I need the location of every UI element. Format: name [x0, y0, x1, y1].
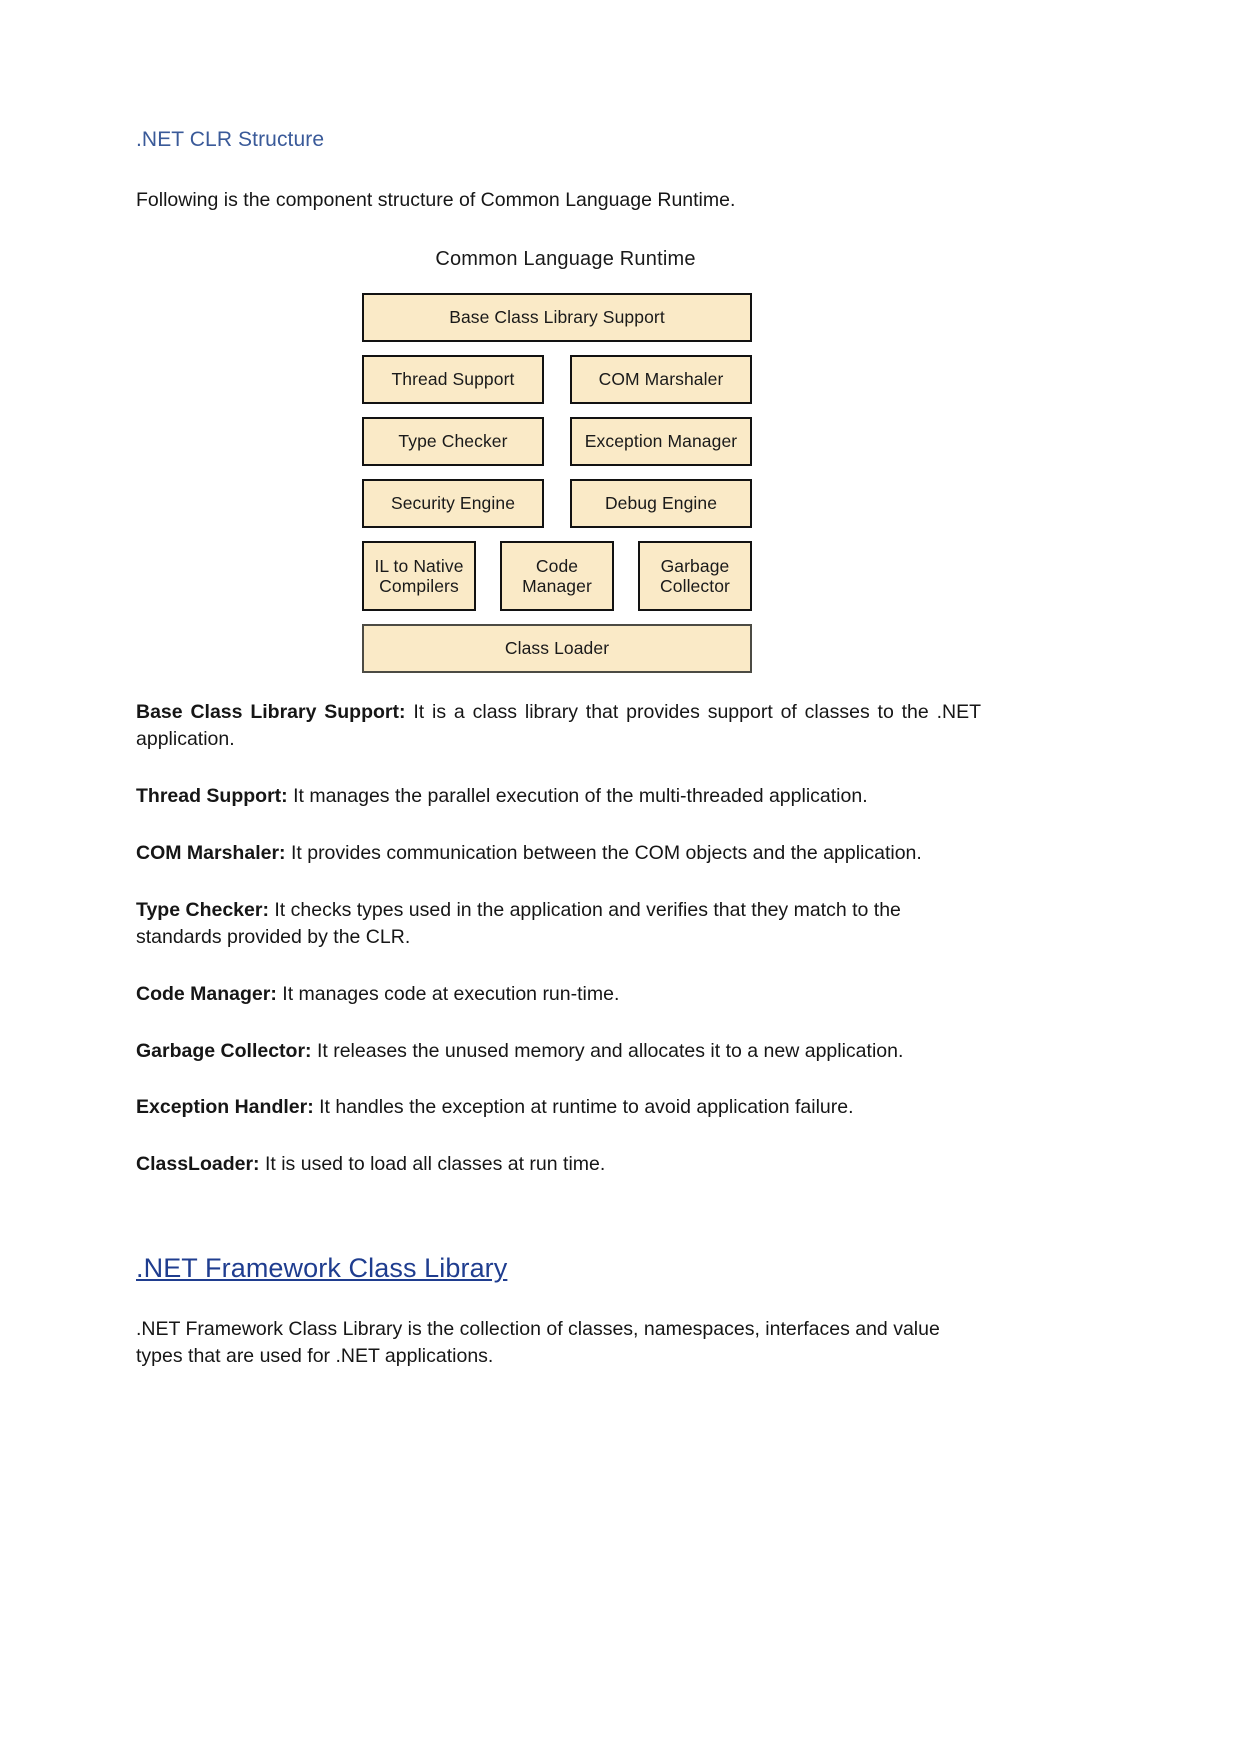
- diagram-row-4: Security Engine Debug Engine: [362, 479, 752, 529]
- definition-com-marshaler: COM Marshaler: It provides communication…: [136, 840, 981, 867]
- diagram-box-code-manager-text: Code Manager: [522, 556, 592, 597]
- definition-text: It provides communication between the CO…: [285, 841, 922, 864]
- cm-line-1: Code: [535, 555, 579, 576]
- definition-text: It is used to load all classes at run ti…: [259, 1153, 606, 1176]
- diagram-box-security-engine: Security Engine: [362, 479, 544, 529]
- definition-code-manager: Code Manager: It manages code at executi…: [136, 981, 981, 1008]
- il-line-1: IL to Native: [374, 555, 464, 576]
- il-line-2: Compilers: [379, 576, 459, 597]
- diagram-row-3: Type Checker Exception Manager: [362, 417, 752, 467]
- framework-class-library-link[interactable]: .NET Framework Class Library: [136, 1253, 508, 1284]
- diagram-row-5: IL to Native Compilers Code Manager Garb…: [362, 541, 752, 612]
- definition-text: It manages the parallel execution of the…: [287, 785, 868, 808]
- definition-text: It is a class library that provides supp…: [136, 701, 981, 751]
- diagram-box-garbage-collector: Garbage Collector: [638, 541, 752, 612]
- clr-structure-diagram: Common Language Runtime Base Class Libra…: [136, 244, 981, 674]
- definition-term: Code Manager:: [136, 982, 277, 1005]
- diagram-box-com-marshaler: COM Marshaler: [570, 355, 752, 405]
- diagram-title: Common Language Runtime: [435, 248, 696, 271]
- definition-text: It handles the exception at runtime to a…: [313, 1096, 854, 1119]
- definition-thread-support: Thread Support: It manages the parallel …: [136, 783, 981, 810]
- diagram-box-base-class-library-support: Base Class Library Support: [362, 293, 752, 343]
- definition-term: Garbage Collector:: [136, 1039, 312, 1062]
- diagram-row-2: Thread Support COM Marshaler: [362, 355, 752, 405]
- definition-term: Type Checker:: [136, 898, 269, 921]
- intro-paragraph: Following is the component structure of …: [136, 189, 736, 212]
- diagram-rows: Base Class Library Support Thread Suppor…: [362, 293, 752, 674]
- definition-text: It checks types used in the application …: [136, 898, 901, 948]
- gc-line-2: Collector: [660, 576, 730, 597]
- diagram-row-6: Class Loader: [362, 624, 752, 674]
- diagram-box-code-manager: Code Manager: [500, 541, 614, 612]
- diagram-box-il-to-native-compilers: IL to Native Compilers: [362, 541, 476, 612]
- diagram-box-exception-manager: Exception Manager: [570, 417, 752, 467]
- diagram-box-garbage-collector-text: Garbage Collector: [660, 556, 730, 597]
- diagram-box-thread-support: Thread Support: [362, 355, 544, 405]
- diagram-box-type-checker: Type Checker: [362, 417, 544, 467]
- closing-paragraph: .NET Framework Class Library is the coll…: [136, 1318, 940, 1367]
- diagram-box-il-to-native-compilers-text: IL to Native Compilers: [374, 556, 463, 597]
- diagram-box-debug-engine: Debug Engine: [570, 479, 752, 529]
- cm-line-2: Manager: [522, 576, 592, 597]
- definition-term: ClassLoader:: [136, 1153, 260, 1176]
- definition-text: It manages code at execution run-time.: [276, 982, 620, 1005]
- gc-line-1: Garbage: [660, 555, 730, 576]
- definition-garbage-collector: Garbage Collector: It releases the unuse…: [136, 1038, 981, 1065]
- definition-term: Thread Support:: [136, 785, 288, 808]
- definition-term: Exception Handler:: [136, 1096, 314, 1119]
- definition-term: COM Marshaler:: [136, 841, 286, 864]
- section-heading: .NET CLR Structure: [136, 128, 325, 151]
- document-content: .NET CLR Structure Following is the comp…: [136, 126, 981, 1400]
- definition-term: Base Class Library Support:: [136, 701, 406, 724]
- definition-type-checker: Type Checker: It checks types used in th…: [136, 897, 981, 951]
- diagram-box-class-loader: Class Loader: [362, 624, 752, 674]
- definition-base-class-library-support: Base Class Library Support: It is a clas…: [136, 699, 981, 753]
- definition-class-loader: ClassLoader: It is used to load all clas…: [136, 1151, 981, 1178]
- diagram-row-1: Base Class Library Support: [362, 293, 752, 343]
- definition-exception-handler: Exception Handler: It handles the except…: [136, 1094, 981, 1121]
- definition-text: It releases the unused memory and alloca…: [311, 1039, 904, 1062]
